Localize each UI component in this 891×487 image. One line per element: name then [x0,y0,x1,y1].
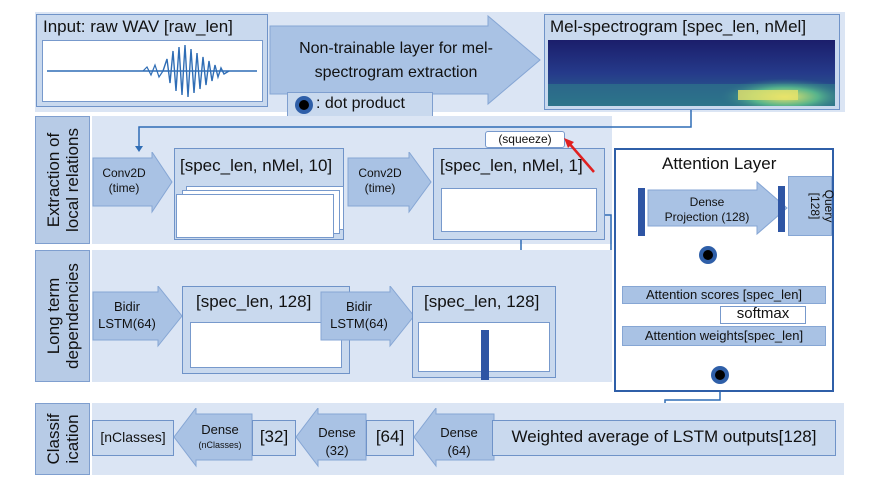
mel-extraction-text-2: spectrogram extraction [314,64,478,81]
query-output-bar [778,186,785,232]
box-spec-nmel-1-inner [441,188,597,232]
bidir-lstm-arrow-a [92,286,183,348]
box-nclasses-label: [nClasses] [100,429,166,445]
attention-input-bar [638,188,645,236]
conv2d-label-b: Conv2D (time) [358,166,402,195]
waveform-icon [47,44,257,98]
dense-32-arrow [295,408,367,468]
mel-spectrogram-image [548,40,835,106]
squeeze-red-arrow [564,138,595,173]
section-label-local: Extraction of local relations [35,116,90,244]
dot-product-icon [295,96,313,114]
section-label-classification: Classif ication [35,403,90,475]
box-lstm-a-inner [190,322,342,368]
attention-weights-box [622,326,826,346]
conv2d-arrow-b [347,152,432,214]
dot-product-icon-2 [711,366,729,384]
dense-nclasses-sub: (nClasses) [198,440,242,450]
box-lstm-a-label: [spec_len, 128] [196,292,312,311]
box-64 [366,420,414,456]
lstm-output-bar [481,330,489,380]
softmax-label: softmax [736,305,790,322]
dense-32-label: Dense (32) [318,425,356,458]
query-box [788,176,832,236]
softmax-box [720,306,806,324]
attention-weights-label: Attention weights[spec_len] [644,328,804,343]
box-spec-nmel-1-label: [spec_len, nMel, 1] [440,156,583,175]
stack-card-1 [176,194,334,238]
dense-64-label: Dense (64) [440,425,478,458]
box-32-label: [32] [259,427,289,446]
dot-legend-text: : dot product [316,95,405,112]
mel-extraction-text-1: Non-trainable layer for mel- [299,40,493,57]
section-label-longterm: Long term dependencies [35,250,90,382]
box-lstm-b-label: [spec_len, 128] [424,292,540,311]
squeeze-tag [485,131,565,148]
dense-projection-arrow [647,180,788,236]
attention-scores-box [622,286,826,304]
weighted-average-label: Weighted average of LSTM outputs[128] [511,427,817,446]
dot-product-icon-1 [699,246,717,264]
mel-title: Mel-spectrogram [spec_len, nMel] [550,17,807,36]
dense-nclasses-label: Dense [201,422,239,437]
bidir-lstm-arrow-b [320,286,415,348]
squeeze-label: (squeeze) [498,132,552,146]
input-title: Input: raw WAV [raw_len] [43,17,233,36]
conv2d-arrow-a [92,152,173,214]
dense-projection-label: Dense Projection (128) [664,195,750,224]
bidir-lstm-label-b: Bidir LSTM(64) [330,299,388,331]
attention-scores-label: Attention scores [spec_len] [645,287,803,302]
box-nclasses [92,420,174,456]
dense-64-arrow [413,408,495,468]
box-64-label: [64] [375,427,405,446]
bidir-lstm-label-a: Bidir LSTM(64) [98,299,156,331]
waveform-image [42,40,263,102]
weighted-average-box [492,420,836,456]
box-spec-nmel-10-label: [spec_len, nMel, 10] [180,156,333,175]
dense-nclasses-arrow [173,408,253,468]
conv2d-label-a: Conv2D (time) [102,166,146,195]
box-32 [252,420,296,456]
attention-layer-title: Attention Layer [662,154,777,173]
query-label: Query [128] [808,189,836,223]
